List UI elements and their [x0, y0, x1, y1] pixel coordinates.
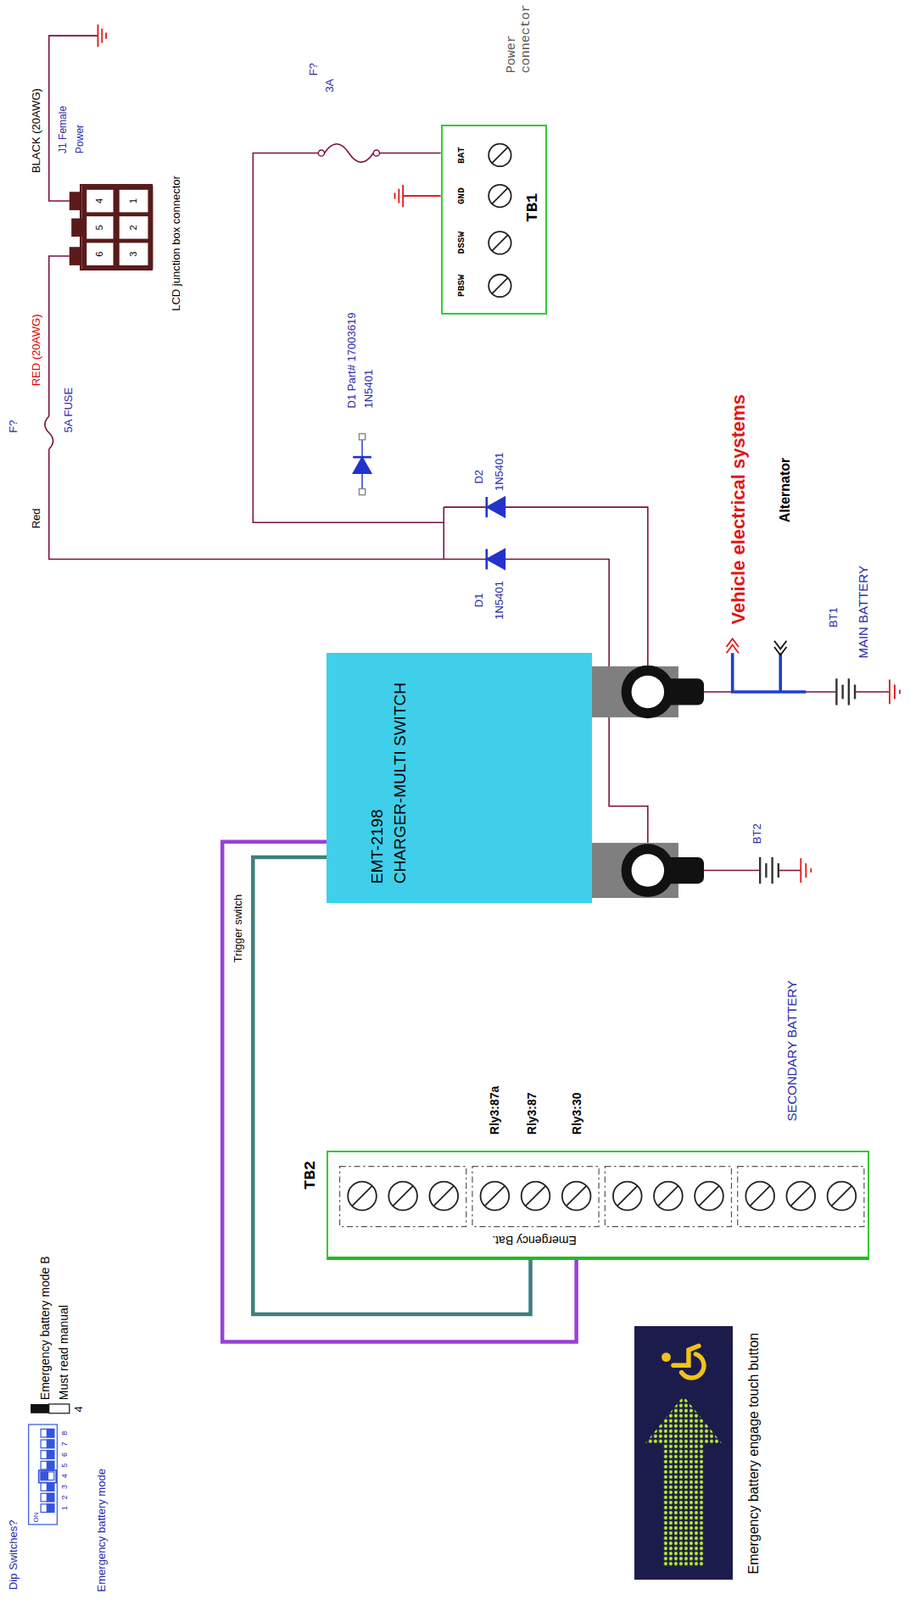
switch-number: 4: [60, 1473, 69, 1479]
block-caption: Emergency Bat.: [491, 1233, 577, 1248]
part-name: SECONDARY BATTERY: [784, 980, 799, 1122]
terminal-name: Rly3:87: [524, 1092, 539, 1135]
diode-symbols: [352, 433, 505, 570]
feed-label: Vehicle electrical systems: [727, 394, 749, 626]
part-ref: D1: [473, 593, 486, 609]
note: Dip Switches?: [7, 1520, 21, 1591]
touch-button: Emergency battery engage touch button: [634, 1326, 732, 1580]
part-value: 1N5401: [493, 452, 507, 492]
part-caption: LCD junction box connector: [170, 175, 184, 312]
box-title: CHARGER-MULTI SWITCH: [390, 682, 410, 884]
pin-number: 5: [94, 224, 106, 230]
edge-label: Trigger switch: [232, 894, 246, 963]
switch-number: 2: [60, 1496, 69, 1501]
part-value: 5A FUSE: [62, 387, 76, 433]
trigger-wire: [252, 857, 531, 1315]
terminal-name: Rly3:30: [569, 1092, 584, 1135]
pin-number: 3: [128, 251, 140, 257]
part-name: MAIN BATTERY: [855, 565, 871, 659]
part-ref: BT1: [827, 607, 841, 628]
note: Must read manual: [56, 1305, 71, 1401]
terminal-name: Rly3:87a: [487, 1086, 502, 1136]
button-caption: Emergency battery engage touch button: [746, 1333, 762, 1575]
note: Emergency battery mode: [95, 1468, 109, 1592]
tb1-screws: [488, 144, 511, 298]
part-ref: D1 Part# 17003619: [346, 312, 359, 409]
feed-label: Alternator: [777, 457, 793, 523]
touch-button-face: [634, 1326, 732, 1580]
note: Emergency battery mode B: [38, 1256, 52, 1401]
vehicle-feeds: [725, 638, 806, 693]
terminal-name: PBSW: [456, 274, 467, 297]
ring-terminals: [591, 665, 704, 899]
part-ref: BT2: [751, 823, 765, 844]
part-value: 3A: [323, 78, 337, 93]
pin-number: 2: [128, 224, 140, 230]
wire-label: BLACK (20AWG): [30, 88, 44, 174]
j1-connector-body: [69, 185, 154, 270]
fuse-ends: [318, 150, 380, 157]
switch-number: 3: [60, 1485, 69, 1490]
part-value: 1N5401: [362, 369, 376, 409]
wire-label: RED (20AWG): [30, 314, 44, 387]
part-ref: D2: [473, 469, 486, 485]
mode-indicator: [30, 1404, 70, 1414]
terminal-name: DSSW: [456, 231, 467, 254]
part-ref: F?: [7, 419, 21, 433]
switch-number: 4: [72, 1406, 86, 1413]
switch-mark: ON: [32, 1512, 40, 1524]
battery-symbols: [759, 678, 855, 884]
tb2-screws: [347, 1182, 856, 1212]
switch-number: 1: [60, 1506, 69, 1511]
trigger-wire: [222, 842, 576, 1343]
wire-label: Red: [30, 508, 44, 530]
switch-number: 6: [60, 1452, 69, 1458]
part-ref: F?: [307, 62, 321, 76]
tb2-terminal-groups: [340, 1166, 865, 1228]
dip-switch: [28, 1424, 58, 1525]
pin-number: 1: [128, 198, 140, 204]
model-number: EMT-2198: [368, 809, 387, 885]
connector-plug: J1 FemalePowerLCD junction box connector: [79, 184, 154, 271]
terminal-name: GND: [456, 187, 467, 205]
terminal-name: BAT: [456, 146, 467, 164]
terminal-block: TB2Emergency Bat.: [326, 1151, 870, 1262]
block-name: TB2: [301, 1161, 320, 1190]
switch-number: 5: [60, 1463, 69, 1469]
pin-number: 4: [94, 198, 106, 204]
block-name: TB1: [523, 193, 542, 223]
switch-number: 7: [60, 1441, 69, 1446]
block-heading: Power connector: [504, 4, 534, 73]
part-name: J1 Female: [57, 106, 70, 154]
part-name: Power: [74, 124, 87, 154]
pin-number: 6: [94, 251, 106, 257]
part-value: 1N5401: [493, 580, 507, 620]
charger-box: EMT-2198CHARGER-MULTI SWITCH: [326, 653, 592, 904]
switch-number: 8: [60, 1431, 69, 1436]
